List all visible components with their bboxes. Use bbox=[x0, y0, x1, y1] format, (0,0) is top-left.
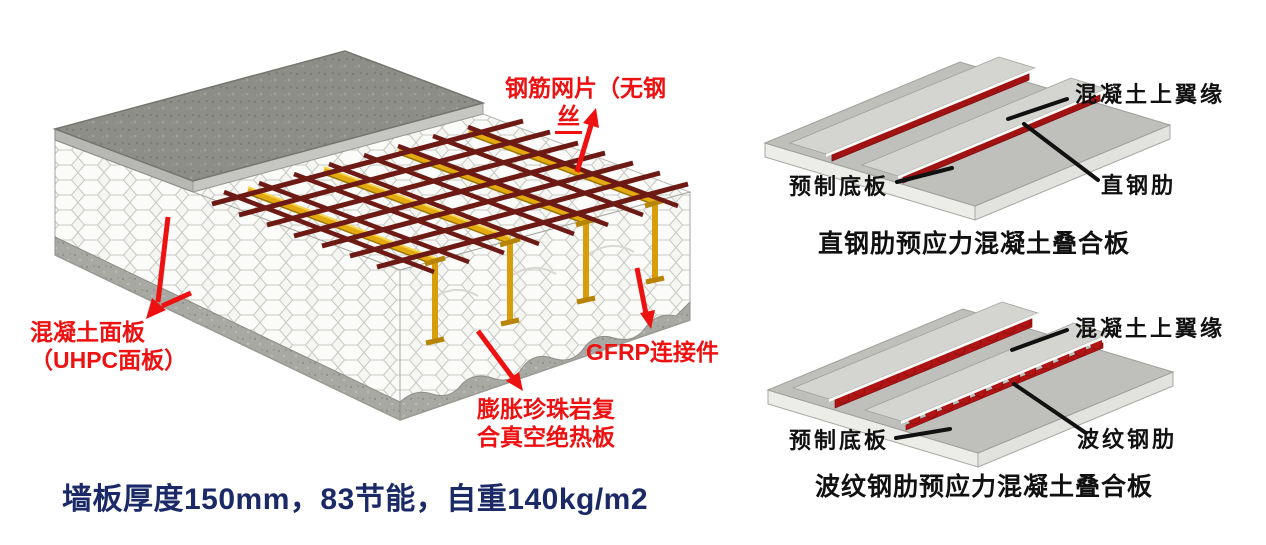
arrow-to-insulation bbox=[475, 329, 523, 391]
straight-rib-label-bottom-plate: 预制底板 bbox=[789, 174, 890, 199]
label-steel-mesh: 钢筋网片（无钢 丝 bbox=[505, 74, 666, 135]
label-insulation: 膨胀珍珠岩复 合真空绝热板 bbox=[477, 395, 615, 451]
steel-mesh-grid bbox=[211, 118, 689, 275]
corrugated-rib-slab-3d bbox=[766, 301, 1175, 468]
label-insulation-line1: 膨胀珍珠岩复 bbox=[477, 396, 615, 422]
corrugated-rib-caption: 波纹钢肋预应力混凝土叠合板 bbox=[815, 473, 1154, 501]
annotation-arrows bbox=[146, 108, 655, 391]
corrugated-rib-label-bottom-plate: 预制底板 bbox=[789, 428, 890, 453]
arrow-to-gfrp-connector bbox=[634, 267, 655, 329]
label-concrete-face-panel-line2: （UHPC面板） bbox=[30, 347, 188, 374]
label-concrete-face-panel: 混凝土面板 （UHPC面板） bbox=[30, 318, 187, 374]
label-steel-mesh-line2: 丝 bbox=[555, 102, 582, 135]
straight-rib-label-top-flange: 混凝土上翼缘 bbox=[1075, 82, 1226, 107]
arrow-to-face-panels bbox=[146, 216, 193, 319]
label-steel-mesh-line1: 钢筋网片（无钢 bbox=[505, 75, 666, 101]
straight-rib-slab-3d bbox=[763, 56, 1172, 221]
wall-panel-spec-text: 墙板厚度150mm，83节能，自重140kg/m2 bbox=[62, 483, 649, 516]
gfrp-connector-posts bbox=[424, 197, 666, 346]
label-concrete-face-panel-line1: 混凝土面板 bbox=[30, 319, 145, 345]
corrugated-rib-callout-lines bbox=[894, 328, 1088, 440]
arrow-to-steel-mesh bbox=[574, 108, 599, 173]
corrugated-web-near bbox=[905, 336, 1104, 431]
straight-rib-callout-lines bbox=[895, 97, 1100, 184]
straight-rib-caption: 直钢肋预应力混凝土叠合板 bbox=[818, 230, 1131, 258]
wall-panel-3d bbox=[52, 50, 692, 421]
corrugated-rib-label-rib: 波纹钢肋 bbox=[1077, 427, 1178, 452]
label-gfrp-connector: GFRP连接件 bbox=[586, 339, 719, 365]
label-insulation-line2: 合真空绝热板 bbox=[477, 424, 615, 451]
corrugated-rib-label-top-flange: 混凝土上翼缘 bbox=[1075, 316, 1226, 341]
straight-rib-label-rib: 直钢肋 bbox=[1101, 173, 1177, 198]
